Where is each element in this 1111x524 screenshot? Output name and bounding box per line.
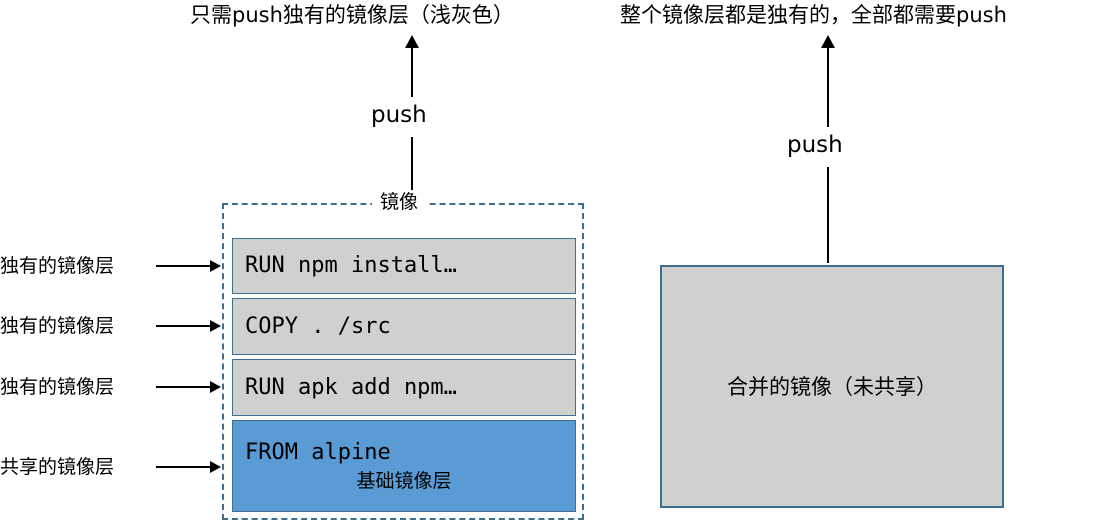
image-layer: RUN npm install… [232, 238, 576, 294]
merged-image-label: 合并的镜像（未共享） [727, 374, 937, 399]
image-group-title: 镜像 [372, 190, 427, 214]
left-panel-caption: 只需push独有的镜像层（浅灰色） [190, 3, 514, 27]
layer-pointer-line [156, 325, 212, 327]
image-layer-sublabel: 基础镜像层 [356, 470, 452, 492]
image-layer-base: FROM alpine 基础镜像层 [232, 420, 576, 512]
layer-pointer-arrow-icon [210, 461, 221, 473]
layer-pointer-arrow-icon [210, 381, 221, 393]
push-arrow-head-left-icon [405, 35, 419, 48]
layer-pointer-arrow-icon [210, 320, 221, 332]
image-layer: COPY . /src [232, 298, 576, 355]
layer-pointer-line [156, 265, 212, 267]
layer-side-label: 独有的镜像层 [0, 255, 115, 277]
push-label-left: push [371, 102, 427, 128]
merged-image-box: 合并的镜像（未共享） [660, 265, 1004, 508]
push-arrow-line-right-upper [827, 47, 829, 127]
layer-pointer-line [156, 386, 212, 388]
image-layer-command: COPY . /src [245, 313, 391, 339]
image-layer-command: RUN npm install… [245, 253, 457, 278]
image-layer-command: RUN apk add npm… [245, 374, 457, 400]
layer-pointer-line [156, 466, 212, 468]
layer-pointer-arrow-icon [210, 260, 221, 272]
layer-side-label: 独有的镜像层 [0, 315, 115, 337]
image-layer: RUN apk add npm… [232, 359, 576, 416]
push-arrow-line-left-upper [411, 47, 413, 97]
push-arrow-line-left-lower [411, 137, 413, 193]
right-panel-caption: 整个镜像层都是独有的，全部都需要push [620, 3, 1007, 27]
push-arrow-line-right-lower [827, 167, 829, 263]
push-label-right: push [787, 132, 843, 158]
push-arrow-head-right-icon [821, 35, 835, 48]
layer-side-label: 独有的镜像层 [0, 376, 115, 398]
layer-side-label: 共享的镜像层 [0, 456, 115, 478]
image-layer-command: FROM alpine [245, 440, 391, 465]
